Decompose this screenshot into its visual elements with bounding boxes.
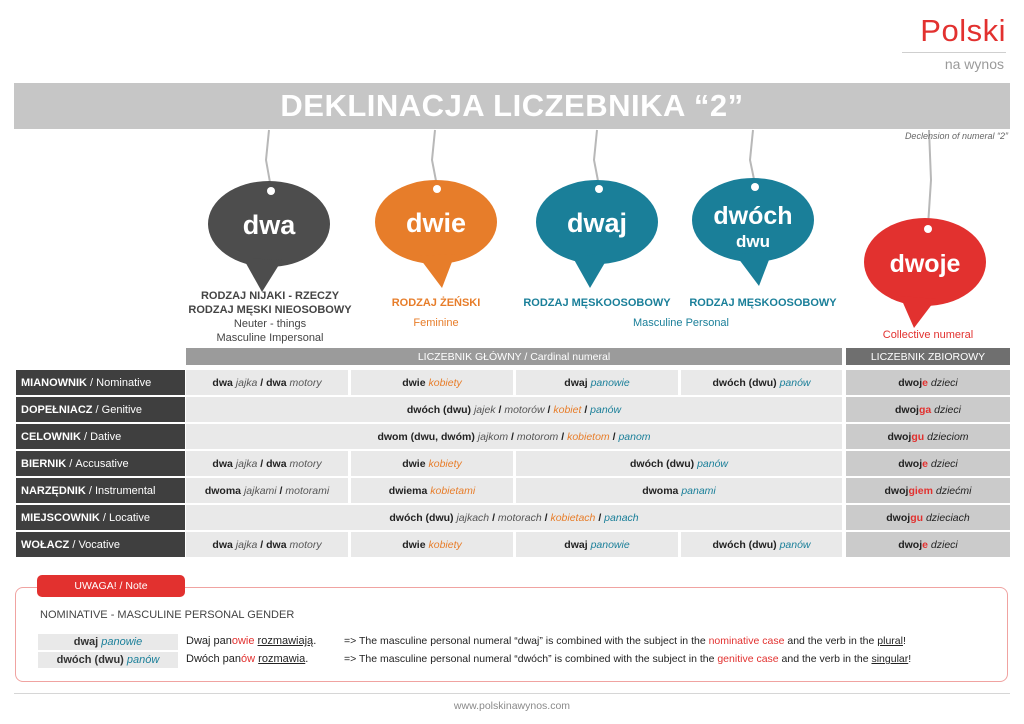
note-sentence-1: Dwaj panowie rozmawiają. [186, 635, 317, 647]
case-en: Locative [109, 511, 150, 524]
cell-loc-cardinal: dwóch (dwu) jajkach / motorach / kobieta… [186, 505, 842, 530]
category-masc-impersonal-en: Masculine Impersonal [216, 332, 324, 344]
category-neuter-en: Neuter - things [233, 318, 307, 330]
case-label-genitive: DOPEŁNIACZ / Genitive [16, 397, 185, 422]
cell-gen-cardinal: dwóch (dwu) jajek / motorów / kobiet / p… [186, 397, 842, 422]
bubble-dwa [208, 181, 330, 292]
case-en: Instrumental [94, 484, 156, 497]
category-masc-personal-1: RODZAJ MĘSKOOSOBOWY [517, 296, 677, 310]
case-label-vocative: WOŁACZ / Vocative [16, 532, 185, 557]
string-dwaj [592, 129, 600, 187]
note-label-2: dwóch (dwu) panów [38, 652, 178, 668]
bubble-word-dwa: dwa [243, 210, 296, 240]
category-feminine-pl: RODZAJ ŻEŃSKI [391, 297, 481, 309]
case-en: Dative [90, 430, 122, 443]
note-tag: UWAGA! / Note [37, 575, 185, 597]
bubble-word-dwu: dwu [736, 232, 770, 251]
cell-voc-dwoch: dwóch (dwu) panów [681, 532, 842, 557]
cell-ins-feminine: dwiema kobietami [351, 478, 513, 503]
case-label-instrumental: NARZĘDNIK / Instrumental [16, 478, 185, 503]
bubble-word-dwoch: dwóch [713, 202, 792, 230]
bubble-dwoje [864, 218, 986, 328]
string-dwoch [748, 129, 756, 185]
note-box [15, 587, 1008, 682]
collective-band: LICZEBNIK ZBIOROWY [846, 348, 1010, 365]
logo-divider [902, 52, 1006, 53]
case-en: Vocative [78, 538, 121, 551]
title-bar: DEKLINACJA LICZEBNIKA “2” [14, 83, 1010, 129]
page-subtitle: Declension of numeral “2” [904, 131, 1008, 141]
category-neuter: RODZAJ NIJAKI - RZECZY RODZAJ MĘSKI NIEO… [170, 289, 370, 345]
bubble-dwaj [536, 180, 658, 288]
note-explanation-2: => The masculine personal numeral “dwóch… [344, 653, 912, 665]
cell-nom-dwoch: dwóch (dwu) panów [681, 370, 842, 395]
cell-ins-masc-personal: dwoma panami [516, 478, 842, 503]
case-pl: MIEJSCOWNIK [21, 511, 100, 524]
footer-url[interactable]: www.polskinawynos.com [453, 700, 571, 712]
hanging-strings [264, 129, 933, 227]
bubble-word-dwoje: dwoje [890, 250, 961, 278]
category-masc-personal-pl-2: RODZAJ MĘSKOOSOBOWY [689, 297, 837, 309]
case-label-accusative: BIERNIK / Accusative [16, 451, 185, 476]
cell-acc-neuter: dwa jajka / dwa motory [186, 451, 348, 476]
note-sentence-2: Dwóch panów rozmawia. [186, 653, 309, 665]
category-masc-personal-2: RODZAJ MĘSKOOSOBOWY [682, 296, 844, 310]
case-label-nominative: MIANOWNIK / Nominative [16, 370, 185, 395]
category-masc-impersonal-pl: RODZAJ MĘSKI NIEOSOBOWY [188, 304, 352, 316]
logo-sub-text: na wynos [944, 56, 1004, 72]
cell-acc-feminine: dwie kobiety [351, 451, 513, 476]
case-pl: BIERNIK [21, 457, 67, 470]
case-pl: NARZĘDNIK [21, 484, 86, 497]
footer-divider [14, 693, 1010, 694]
category-neuter-pl: RODZAJ NIJAKI - RZECZY [200, 290, 340, 302]
logo-main-text: Polski [920, 13, 1006, 48]
cell-acc-masc-personal: dwóch (dwu) panów [516, 451, 842, 476]
logo: Polski na wynos [896, 14, 1006, 72]
cell-nom-neuter: dwa jajka / dwa motory [186, 370, 348, 395]
category-masc-personal-en: Masculine Personal [633, 317, 729, 329]
cell-voc-feminine: dwie kobiety [351, 532, 513, 557]
category-collective-en: Collective numeral [882, 329, 974, 341]
category-feminine: RODZAJ ŻEŃSKI Feminine [366, 296, 506, 330]
page-title: DEKLINACJA LICZEBNIKA “2” [280, 88, 744, 123]
case-pl: CELOWNIK [21, 430, 81, 443]
category-feminine-en: Feminine [413, 317, 459, 329]
cell-voc-dwaj: dwaj panowie [516, 532, 678, 557]
bubble-dwie [375, 180, 497, 288]
case-en: Genitive [101, 403, 143, 416]
cell-voc-neuter: dwa jajka / dwa motory [186, 532, 348, 557]
note-label-1: dwaj panowie [38, 634, 178, 650]
case-pl: WOŁACZ [21, 538, 70, 551]
string-dwoje [927, 129, 933, 227]
case-en: Accusative [75, 457, 129, 470]
cell-ins-neuter: dwoma jajkami / motorami [186, 478, 348, 503]
bubble-dwoch [692, 178, 814, 286]
cell-nom-dwaj: dwaj panowie [516, 370, 678, 395]
cell-nom-feminine: dwie kobiety [351, 370, 513, 395]
case-pl: DOPEŁNIACZ [21, 403, 93, 416]
case-en: Nominative [96, 376, 152, 389]
case-pl: MIANOWNIK [21, 376, 87, 389]
case-label-dative: CELOWNIK / Dative [16, 424, 185, 449]
category-masc-personal-pl-1: RODZAJ MĘSKOOSOBOWY [523, 297, 671, 309]
case-label-locative: MIEJSCOWNIK / Locative [16, 505, 185, 530]
string-dwie [430, 129, 438, 187]
bubble-word-dwaj: dwaj [567, 208, 627, 238]
string-dwa [264, 129, 272, 189]
bubble-word-dwie: dwie [406, 208, 466, 238]
speech-bubbles-graphic: dwa dwie dwaj dwóch dwu dwoje [208, 129, 986, 328]
cardinal-band: LICZEBNIK GŁÓWNY / Cardinal numeral [186, 348, 842, 365]
cell-dat-cardinal: dwom (dwu, dwóm) jajkom / motorom / kobi… [186, 424, 842, 449]
note-explanation-1: => The masculine personal numeral “dwaj”… [344, 635, 906, 647]
note-heading: NOMINATIVE - MASCULINE PERSONAL GENDER [40, 609, 295, 621]
